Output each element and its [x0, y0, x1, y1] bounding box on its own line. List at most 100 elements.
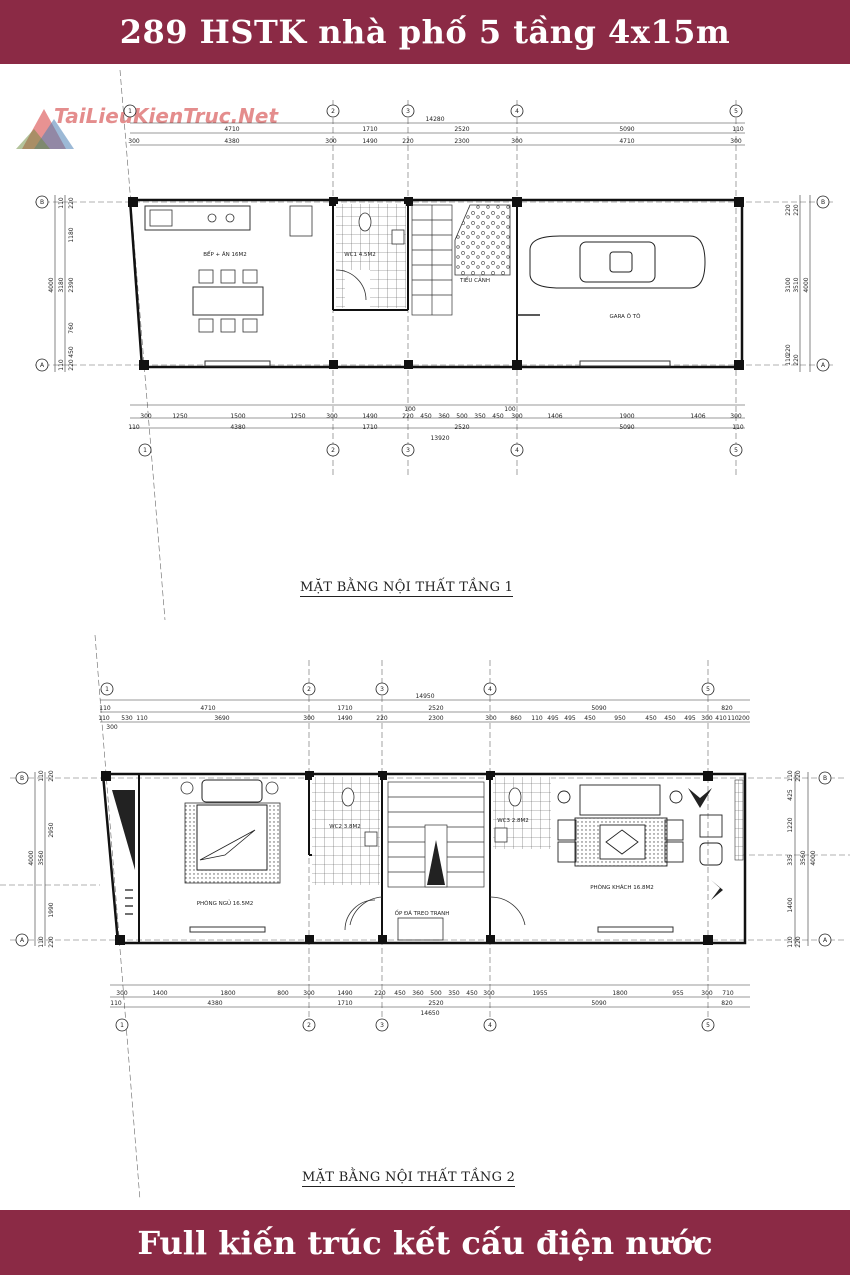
f2-dim: 495: [684, 715, 696, 722]
header-title: 289 HSTK nhà phố 5 tầng 4x15m: [119, 13, 731, 51]
floor2-plan: [0, 634, 850, 1201]
f1-dim: 4710: [224, 126, 239, 133]
f2-dim: 1710: [337, 705, 352, 712]
f1-dim: 2300: [454, 138, 469, 145]
f1-dim: 110: [785, 354, 792, 366]
f2-row-b-right: B: [823, 775, 827, 782]
footer-banner: Full kiến trúc kết cấu điện nước: [0, 1210, 850, 1275]
f2-dim: 110: [531, 715, 543, 722]
f2-dim: 710: [722, 990, 734, 997]
f2-dim: 2950: [48, 822, 55, 837]
f1-dim: 110: [732, 424, 744, 431]
f1-dim: 1180: [68, 227, 75, 242]
f1-axis-1: 1: [128, 108, 132, 115]
f2-axis-1-bottom: 1: [120, 1022, 124, 1029]
f1-dim: 1710: [362, 424, 377, 431]
f1-dim: 300: [730, 138, 742, 145]
f1-dim: 220: [68, 197, 75, 209]
f1-axis-4: 4: [515, 108, 519, 115]
f2-dim: 110: [99, 705, 111, 712]
f2-dim: 220: [48, 770, 55, 782]
f2-axis-3-bottom: 3: [380, 1022, 384, 1029]
f1-axis-4-bottom: 4: [515, 447, 519, 454]
f1-dim-bottom-total: 13920: [430, 435, 449, 442]
f2-dim: 450: [645, 715, 657, 722]
f1-row-a-right: A: [821, 362, 826, 369]
f1-dim: 220: [785, 344, 792, 356]
f1-room-garage: GARA Ô TÔ: [610, 313, 642, 320]
f1-dim: 110: [128, 424, 140, 431]
f1-dim: 1250: [290, 413, 305, 420]
f1-dim: 300: [511, 138, 523, 145]
f2-dim: 3560: [800, 850, 807, 865]
f2-dim: 110: [787, 770, 794, 782]
f2-dim: 4710: [200, 705, 215, 712]
floor2-caption: MẶT BẰNG NỘI THẤT TẦNG 2: [302, 1170, 516, 1187]
f2-dim: 4380: [207, 1000, 222, 1007]
f1-dim-top-total: 14280: [425, 116, 444, 123]
header-banner: 289 HSTK nhà phố 5 tầng 4x15m: [0, 0, 850, 64]
f1-dim: 2520: [454, 424, 469, 431]
f2-axis-5-bottom: 5: [706, 1022, 710, 1029]
f2-room-wc3: WC3 2.8M2: [497, 818, 529, 824]
f1-dim: 220: [402, 413, 414, 420]
watermark-triangle-icon: [16, 109, 74, 149]
f2-dim: 110: [727, 715, 739, 722]
f1-row-a-left: A: [40, 362, 45, 369]
f2-axis-2-bottom: 2: [307, 1022, 311, 1029]
f1-axis-3: 3: [406, 108, 410, 115]
f1-dim: 110: [732, 126, 744, 133]
f1-dim: 4380: [230, 424, 245, 431]
f2-dim: 1400: [787, 897, 794, 912]
f2-dim: 530: [121, 715, 133, 722]
f2-dim-top-total: 14950: [415, 693, 434, 700]
f1-dim: 300: [730, 413, 742, 420]
f1-dim: 450: [492, 413, 504, 420]
f2-dim: 1955: [532, 990, 547, 997]
f2-dim: 4000: [28, 850, 35, 865]
f2-dim: 450: [466, 990, 478, 997]
f1-dim: 220: [785, 204, 792, 216]
f1-dim: 110: [58, 359, 65, 371]
f1-dim: 4000: [803, 277, 810, 292]
f1-dim: 760: [68, 322, 75, 334]
f1-dim: 300: [326, 413, 338, 420]
f2-dim: 300: [485, 715, 497, 722]
f2-dim: 220: [48, 936, 55, 948]
f2-dim: 300: [701, 715, 713, 722]
f2-dim: 820: [721, 705, 733, 712]
f1-dim: 500: [456, 413, 468, 420]
f2-dim: 820: [721, 1000, 733, 1007]
f1-dim: 1250: [172, 413, 187, 420]
f2-room-wc2: WC2 3.8M2: [329, 824, 361, 830]
f2-dim: 1400: [152, 990, 167, 997]
f2-dim: 300: [116, 990, 128, 997]
f1-axis-1-bottom: 1: [143, 447, 147, 454]
watermark-text: TaiLieuKienTruc.Net: [54, 104, 279, 128]
f1-dim: 360: [438, 413, 450, 420]
f2-axis-4: 4: [488, 686, 492, 693]
f1-axis-3-bottom: 3: [406, 447, 410, 454]
f2-dim: 3560: [38, 850, 45, 865]
f2-axis-2: 2: [307, 686, 311, 693]
f1-dim: 220: [793, 354, 800, 366]
f2-dim: 220: [795, 936, 802, 948]
f2-dim: 220: [795, 770, 802, 782]
f1-dim: 300: [140, 413, 152, 420]
f1-dim: 300: [325, 138, 337, 145]
f2-room-bedroom: PHÒNG NGỦ 16.5M2: [197, 899, 254, 907]
f2-dim: 110: [38, 770, 45, 782]
f1-dim: 3180: [58, 277, 65, 292]
f2-axis-4-bottom: 4: [488, 1022, 492, 1029]
f2-dim: 5090: [591, 1000, 606, 1007]
f1-dim: 100: [404, 406, 416, 413]
f1-dim: 350: [474, 413, 486, 420]
f1-axis-2: 2: [331, 108, 335, 115]
watermark-logo: TaiLieuKienTruc.Net: [14, 104, 278, 154]
f2-dim: 300: [483, 990, 495, 997]
f2-axis-5: 5: [706, 686, 710, 693]
f2-dim: 3690: [214, 715, 229, 722]
f2-dim: 495: [564, 715, 576, 722]
f2-row-a-left: A: [20, 937, 25, 944]
